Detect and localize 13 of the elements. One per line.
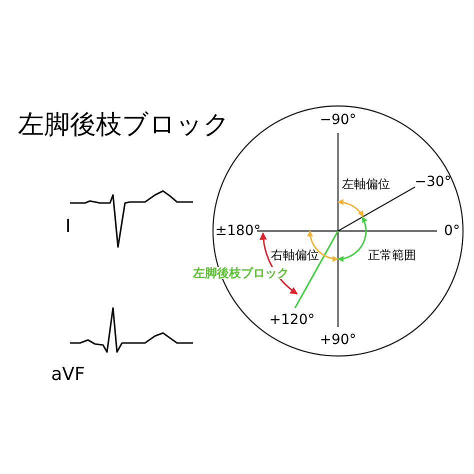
angle-label: +120° bbox=[269, 313, 315, 327]
region-label: 右軸偏位 bbox=[271, 249, 319, 261]
block-label: 左脚後枝ブロック bbox=[193, 267, 289, 279]
angle-label: −30° bbox=[414, 175, 452, 189]
region-label: 正常範囲 bbox=[368, 249, 416, 261]
lead-label: I bbox=[65, 218, 71, 236]
lead-label: aVF bbox=[51, 366, 85, 384]
angle-label: 0° bbox=[444, 224, 460, 238]
region-label: 左軸偏位 bbox=[342, 178, 390, 190]
angle-label: ±180° bbox=[215, 224, 261, 238]
angle-label: +90° bbox=[320, 333, 356, 347]
title: 左脚後枝ブロック bbox=[18, 112, 230, 138]
angle-label: −90° bbox=[320, 113, 356, 127]
